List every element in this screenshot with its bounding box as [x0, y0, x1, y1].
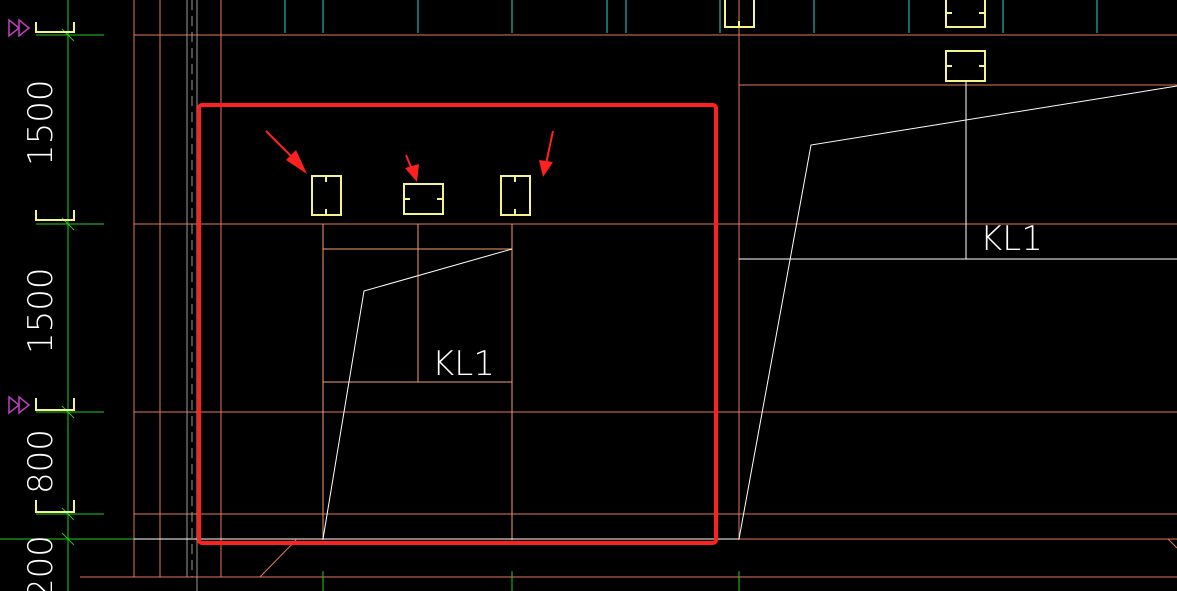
- diagonal-bottom-left: [259, 538, 298, 578]
- beam-section-left: [322, 224, 513, 540]
- dimension-text-4: 200: [21, 535, 61, 591]
- top-cyan-ticks: [284, 0, 1098, 33]
- beam-label-left: KL1: [432, 344, 495, 384]
- rectangular-section-icon[interactable]: [945, 50, 986, 82]
- vertical-grid-lines: [133, 0, 740, 577]
- red-arrow-icon: [539, 130, 554, 177]
- red-arrow-icon: [405, 154, 419, 182]
- dimension-brackets: [35, 22, 75, 513]
- white-slope-lines: [134, 80, 1177, 578]
- dimension-text-1: 1500: [21, 79, 61, 166]
- slope-line-left: [322, 248, 513, 540]
- rectangular-section-icon[interactable]: [403, 183, 444, 215]
- double-triangle-icon: [8, 395, 31, 415]
- bottom-green-ticks: [322, 571, 740, 591]
- beam-label-right: KL1: [980, 219, 1043, 259]
- horizontal-grid-lines: [80, 34, 1177, 578]
- dimension-text-2: 1500: [21, 267, 61, 354]
- double-triangle-icon: [8, 18, 31, 38]
- red-arrow-icon: [265, 130, 307, 174]
- rectangular-section-icon[interactable]: [724, 0, 755, 28]
- dimension-text-3: 800: [21, 429, 61, 494]
- vertical-dimension-chain: [0, 0, 134, 591]
- slope-line-right: [738, 85, 1177, 540]
- rectangular-section-icon[interactable]: [311, 175, 342, 216]
- rectangular-section-icon[interactable]: [945, 0, 986, 28]
- highlight-box: [197, 103, 718, 545]
- rectangular-section-icon[interactable]: [500, 175, 531, 216]
- column-lines: [186, 0, 198, 591]
- diagonal-bottom-right: [1167, 538, 1177, 549]
